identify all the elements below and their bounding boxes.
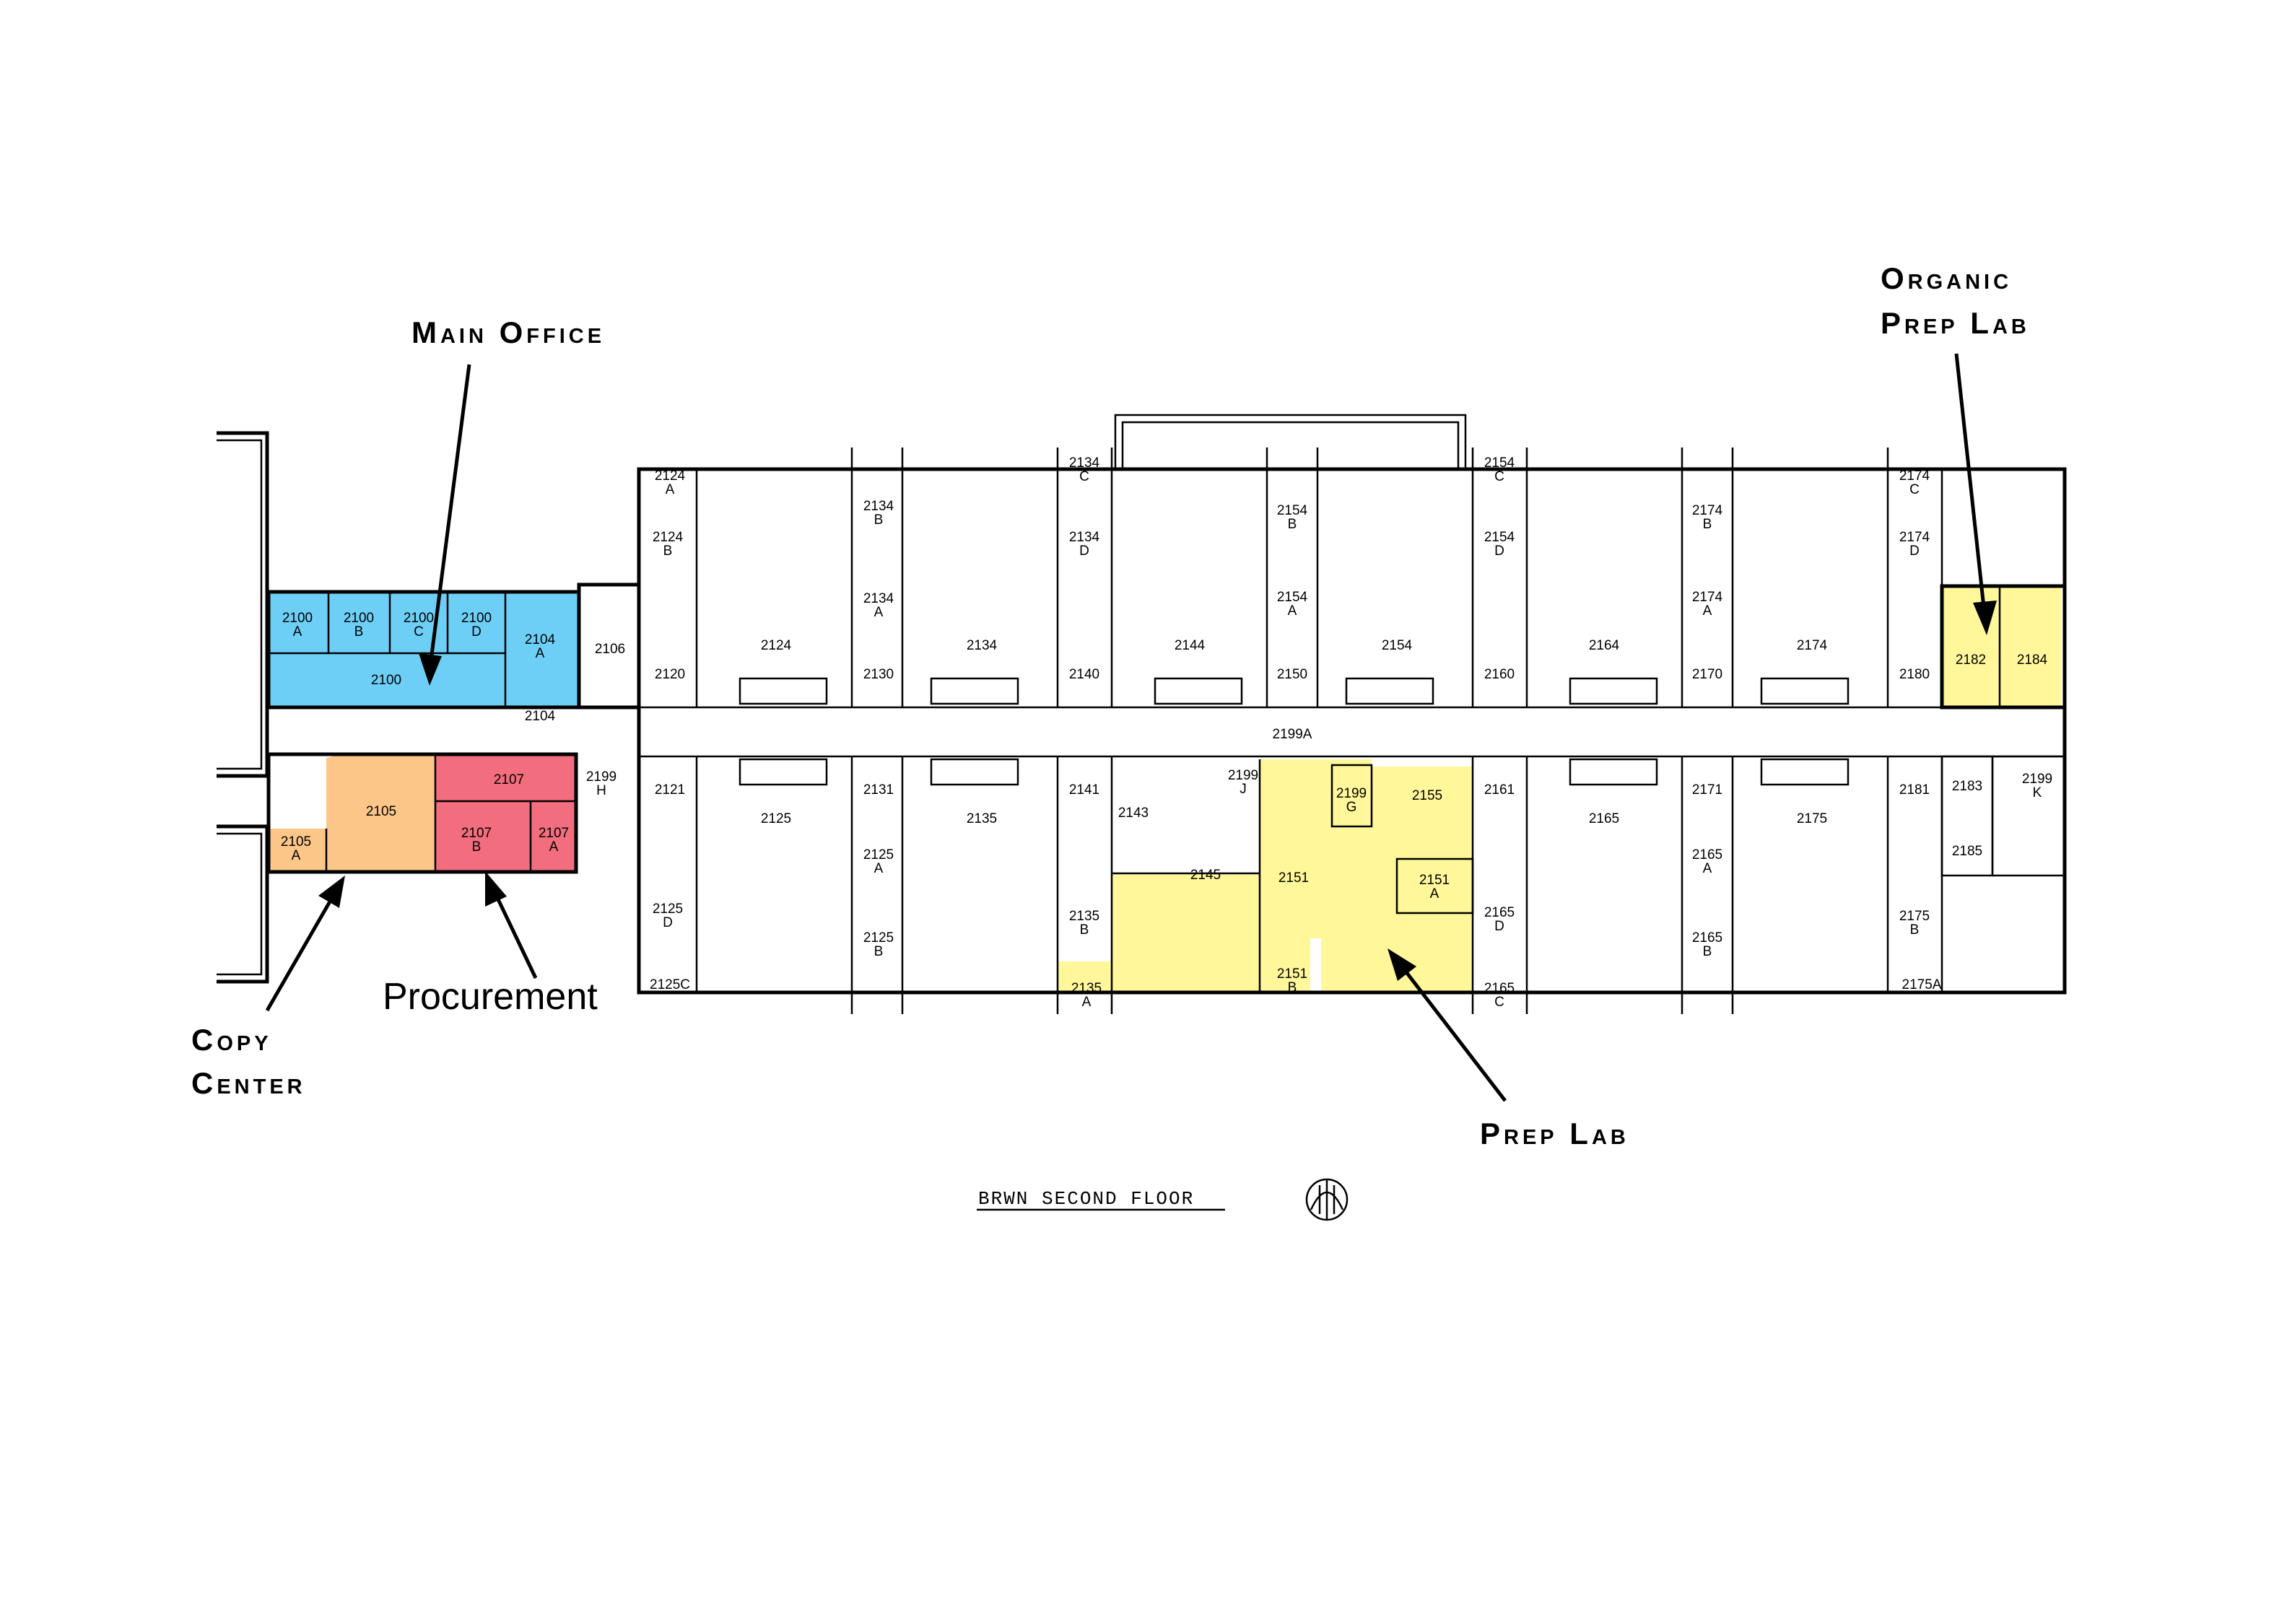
room-2141: 2141 bbox=[1069, 782, 1099, 798]
room-2104: 2104 bbox=[525, 709, 556, 724]
copy-center-zone[interactable] bbox=[326, 754, 435, 872]
prep-lab-2135a-zone[interactable] bbox=[1058, 961, 1115, 992]
room-2107-top: 2107 bbox=[494, 772, 524, 787]
room-2150: 2150 bbox=[1277, 667, 1307, 682]
room-2155: 2155 bbox=[1412, 788, 1442, 803]
room-2131: 2131 bbox=[863, 782, 894, 798]
floor-title: BRWN SECOND FLOOR bbox=[978, 1188, 1194, 1210]
prep-lab-zone[interactable] bbox=[1112, 759, 1473, 992]
copy-center-label-line1: Copy bbox=[191, 1023, 272, 1057]
room-2175a: 2175A bbox=[1902, 977, 1942, 992]
room-2145: 2145 bbox=[1190, 868, 1221, 883]
procurement-label: Procurement bbox=[383, 976, 598, 1018]
room-2174: 2174 bbox=[1797, 638, 1828, 653]
room-2154: 2154 bbox=[1382, 638, 1413, 653]
room-2125c: 2125C bbox=[650, 977, 690, 992]
room-2121: 2121 bbox=[655, 782, 685, 798]
room-2151: 2151 bbox=[1278, 870, 1309, 886]
copy-center-zone-a[interactable] bbox=[269, 829, 326, 872]
room-2130: 2130 bbox=[863, 667, 894, 682]
room-2182: 2182 bbox=[1956, 652, 1986, 668]
room-2181: 2181 bbox=[1899, 782, 1930, 798]
organic-prep-lab-zone[interactable] bbox=[1942, 586, 2061, 707]
procurement-zone[interactable] bbox=[435, 754, 576, 872]
room-2125: 2125 bbox=[761, 811, 791, 826]
prep-lab-label: Prep Lab bbox=[1480, 1117, 1629, 1151]
north-arrow-icon bbox=[1305, 1178, 1349, 1221]
main-office-label: Main Office bbox=[411, 315, 605, 349]
room-2144: 2144 bbox=[1175, 638, 1206, 653]
room-2105: 2105 bbox=[366, 804, 396, 819]
organic-prep-lab-label-line1: Organic bbox=[1881, 261, 2012, 295]
building-walls bbox=[266, 414, 2067, 1014]
room-2143: 2143 bbox=[1118, 806, 1149, 821]
organic-prep-lab-label-line2: Prep Lab bbox=[1881, 306, 2030, 340]
room-2165: 2165 bbox=[1589, 811, 1619, 826]
main-office-zone[interactable] bbox=[269, 592, 579, 707]
room-2140: 2140 bbox=[1069, 667, 1099, 682]
room-2135: 2135 bbox=[967, 811, 997, 826]
room-2184: 2184 bbox=[2017, 652, 2048, 668]
room-2175: 2175 bbox=[1797, 811, 1827, 826]
room-2160: 2160 bbox=[1484, 667, 1515, 682]
room-2120: 2120 bbox=[655, 667, 685, 682]
room-2185: 2185 bbox=[1952, 844, 1982, 859]
room-2106: 2106 bbox=[595, 642, 625, 657]
room-2171: 2171 bbox=[1692, 782, 1722, 798]
room-2161: 2161 bbox=[1484, 782, 1515, 798]
room-2170: 2170 bbox=[1692, 667, 1722, 682]
room-2164: 2164 bbox=[1589, 638, 1620, 653]
callout-arrows bbox=[265, 353, 1997, 1102]
room-2183: 2183 bbox=[1952, 779, 1982, 794]
copy-center-label-line2: Center bbox=[191, 1066, 306, 1100]
room-2180: 2180 bbox=[1899, 667, 1930, 682]
room-2134: 2134 bbox=[967, 638, 998, 653]
room-2199a: 2199A bbox=[1273, 727, 1312, 742]
left-wing-walls bbox=[217, 431, 269, 984]
room-2100: 2100 bbox=[371, 673, 401, 688]
room-2124: 2124 bbox=[761, 638, 792, 653]
prep-lab-2151b-zone[interactable] bbox=[1260, 931, 1310, 992]
